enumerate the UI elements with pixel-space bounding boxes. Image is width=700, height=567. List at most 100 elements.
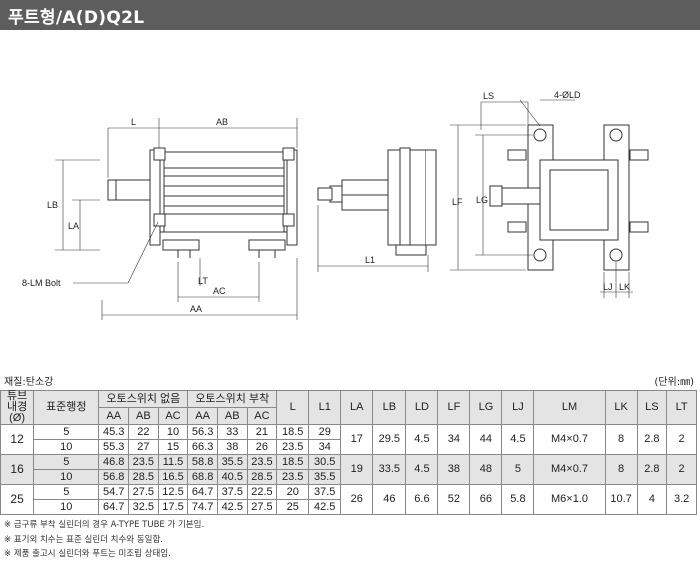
unit-note: (단위:㎜) [654, 377, 694, 388]
dim-label-lk: LK [619, 282, 630, 292]
table-cell: 26 [340, 484, 374, 515]
dim-label-aa: AA [190, 304, 202, 314]
table-cell: 2 [666, 454, 697, 485]
table-cell: 10 [157, 424, 189, 440]
table-cell: 46 [372, 484, 407, 515]
table-cell: 25 [0, 484, 35, 515]
th-aa-switch: AA [187, 407, 218, 425]
table-cell: 2.8 [636, 454, 668, 485]
th-ld: LD [405, 390, 439, 425]
table-cell: 5 [33, 424, 100, 440]
table-cell: 35.5 [216, 454, 248, 470]
th-ab: AB [128, 407, 159, 425]
table-cell: 2 [666, 424, 697, 455]
table-cell: 58.8 [187, 454, 218, 470]
table-cell: M6×1.0 [533, 484, 606, 515]
table-cell: 66.3 [187, 439, 218, 455]
dim-label-l: L [131, 117, 136, 127]
table-cell: 74.7 [187, 499, 218, 515]
table-cell: 10.7 [604, 484, 638, 515]
table-cell: 27.5 [246, 499, 278, 515]
table-cell: 55.3 [98, 439, 130, 455]
dim-label-ls: LS [483, 91, 494, 101]
table-cell: 48 [469, 454, 503, 485]
table-cell: 5 [501, 454, 535, 485]
table-cell: 42.5 [308, 499, 342, 515]
table-cell: 40.5 [216, 469, 248, 485]
th-ab-switch: AB [216, 407, 248, 425]
dim-label-ab: AB [216, 117, 228, 127]
th-ac-switch: AC [246, 407, 278, 425]
dim-label-ld: 4-ØLD [554, 90, 581, 100]
table-cell: 18.5 [276, 454, 310, 470]
dim-label-lb: LB [47, 200, 58, 210]
table-cell: 44 [469, 424, 503, 455]
table-cell: 16 [0, 454, 35, 485]
table-cell: 64.7 [187, 484, 218, 500]
table-cell: 5 [33, 454, 100, 470]
table-cell: 33 [216, 424, 248, 440]
table-cell: 52 [437, 484, 471, 515]
bolt-label: 8-LM Bolt [22, 278, 61, 288]
table-cell: 23.5 [276, 469, 310, 485]
table-cell: 29.5 [372, 424, 407, 455]
table-cell: 21 [246, 424, 278, 440]
table-cell: 4 [636, 484, 668, 515]
th-no-switch: 오토스위치 없음 [98, 390, 189, 408]
table-cell: 8 [604, 424, 638, 455]
table-cell: 27 [128, 439, 159, 455]
table-cell: 56.3 [187, 424, 218, 440]
table-cell: 16.5 [157, 469, 189, 485]
title-bar: 푸트형/A(D)Q2L [0, 0, 700, 30]
table-cell: 30.5 [308, 454, 342, 470]
table-cell: 10 [33, 439, 100, 455]
th-stroke: 표준행정 [33, 390, 100, 425]
table-cell: 38 [437, 454, 471, 485]
table-cell: 17 [340, 424, 374, 455]
th-lf: LF [437, 390, 471, 425]
th-aa: AA [98, 407, 130, 425]
table-cell: 56.8 [98, 469, 130, 485]
table-cell: 20 [276, 484, 310, 500]
table-cell: 4.5 [405, 454, 439, 485]
table-cell: 54.7 [98, 484, 130, 500]
th-lb: LB [372, 390, 407, 425]
table-cell: 18.5 [276, 424, 310, 440]
table-cell: 22.5 [246, 484, 278, 500]
note-item: ※ 금구류 부착 실린더의 경우 A-TYPE TUBE 가 기본임. [4, 520, 205, 530]
spec-table: 튜브 내경 (Ø) 표준행정 오토스위치 없음 오토스위치 부착 L L1 LA… [0, 390, 697, 515]
th-l: L [276, 390, 310, 425]
table-cell: 32.5 [128, 499, 159, 515]
table-cell: 10 [33, 469, 100, 485]
table-cell: 45.3 [98, 424, 130, 440]
table-cell: 33.5 [372, 454, 407, 485]
table-cell: 4.5 [405, 424, 439, 455]
th-la: LA [340, 390, 374, 425]
table-cell: 10 [33, 499, 100, 515]
notes: ※ 금구류 부착 실린더의 경우 A-TYPE TUBE 가 기본임. ※ 표기… [4, 518, 204, 562]
table-cell: 27.5 [128, 484, 159, 500]
th-lk: LK [604, 390, 638, 425]
table-cell: M4×0.7 [533, 454, 606, 485]
table-cell: 23.5 [276, 439, 310, 455]
table-cell: 3.2 [666, 484, 697, 515]
th-lt: LT [666, 390, 697, 425]
table-cell: 64.7 [98, 499, 130, 515]
table-cell: 4.5 [501, 424, 535, 455]
table-cell: 38 [216, 439, 248, 455]
dim-label-lf: LF [452, 197, 463, 207]
dim-label-ac: AC [213, 286, 226, 296]
table-cell: 5.8 [501, 484, 535, 515]
technical-drawing: L AB LB LA LT AC AA 8-LM Bolt L1 LS 4-ØL… [22, 90, 649, 320]
dim-label-l1: L1 [365, 255, 375, 265]
table-cell: M4×0.7 [533, 424, 606, 455]
dim-label-lt: LT [198, 276, 208, 286]
table-cell: 15 [157, 439, 189, 455]
material-note: 재질:탄소강 [4, 377, 54, 388]
table-cell: 26 [246, 439, 278, 455]
